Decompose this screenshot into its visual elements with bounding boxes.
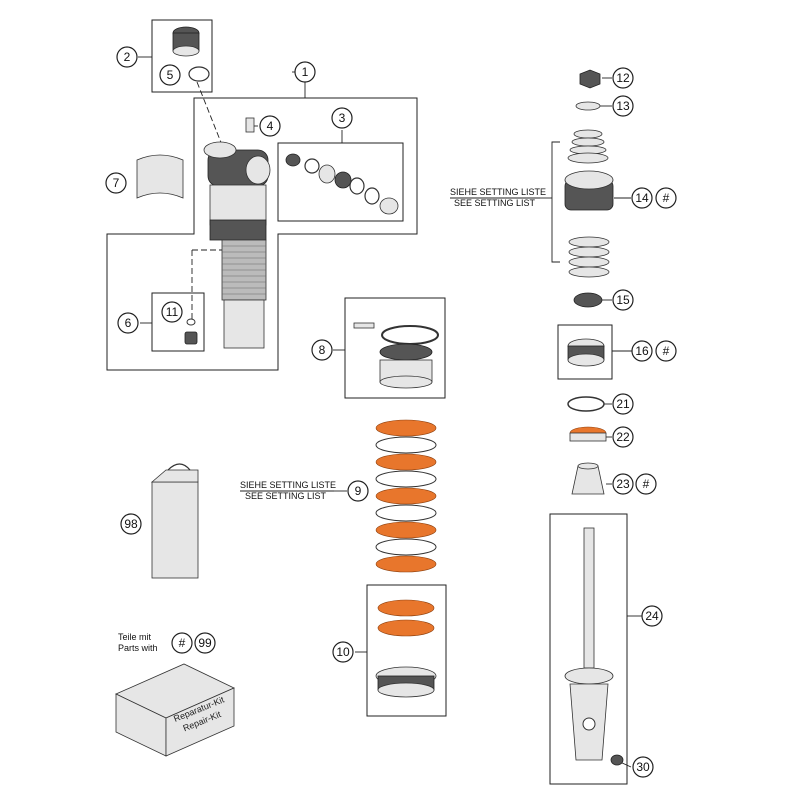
svg-text:7: 7 bbox=[113, 176, 120, 190]
bleed-screw-part bbox=[184, 331, 198, 345]
seal-head-part bbox=[567, 338, 605, 367]
callout-22: 22 bbox=[612, 426, 634, 448]
parts-with-note-de: Teile mit bbox=[118, 632, 152, 642]
bushing-part bbox=[573, 292, 603, 308]
box-part-3 bbox=[277, 142, 404, 222]
callout-16: 16 bbox=[631, 340, 653, 362]
spring-seat-part bbox=[375, 599, 437, 698]
callout-21: 21 bbox=[612, 393, 634, 415]
setting-note-en-9: SEE SETTING LIST bbox=[245, 491, 327, 501]
callout-1: 1 bbox=[294, 61, 316, 83]
svg-text:12: 12 bbox=[616, 71, 630, 85]
callout-11: 11 bbox=[161, 301, 183, 323]
box-part-8 bbox=[344, 297, 446, 399]
callout-8: 8 bbox=[311, 339, 333, 361]
callout-6: 6 bbox=[117, 312, 139, 334]
box-part-24 bbox=[549, 513, 628, 785]
callout-hash-14: # bbox=[655, 187, 677, 209]
box-part-2 bbox=[151, 19, 213, 93]
callout-10: 10 bbox=[332, 641, 354, 663]
svg-text:15: 15 bbox=[616, 293, 630, 307]
box-part-10 bbox=[366, 584, 447, 717]
setting-note-de-14: SIEHE SETTING LISTE bbox=[450, 187, 546, 197]
callout-24: 24 bbox=[641, 605, 663, 627]
svg-text:#: # bbox=[179, 636, 186, 650]
valve-cap-part bbox=[245, 117, 255, 133]
coil-spring-part bbox=[375, 419, 437, 573]
bushing-small-part bbox=[610, 754, 624, 766]
svg-text:11: 11 bbox=[166, 305, 179, 319]
callout-hash-99: # bbox=[171, 632, 193, 654]
shock-absorber-part bbox=[203, 141, 271, 349]
o-ring-part bbox=[188, 66, 210, 82]
svg-text:#: # bbox=[643, 477, 650, 491]
box-part-1 bbox=[106, 97, 418, 371]
callout-98: 98 bbox=[120, 513, 142, 535]
callout-15: 15 bbox=[612, 289, 634, 311]
callout-7: 7 bbox=[105, 172, 127, 194]
callout-hash-23: # bbox=[635, 473, 657, 495]
svg-text:16: 16 bbox=[635, 344, 649, 358]
oil-can-part bbox=[150, 463, 199, 579]
svg-text:21: 21 bbox=[616, 397, 630, 411]
svg-text:30: 30 bbox=[636, 760, 650, 774]
svg-text:99: 99 bbox=[198, 636, 212, 650]
parts-with-note-en: Parts with bbox=[118, 643, 158, 653]
circlip-part bbox=[567, 396, 605, 412]
callout-23: 23 bbox=[612, 473, 634, 495]
svg-text:3: 3 bbox=[339, 111, 346, 125]
svg-text:2: 2 bbox=[124, 50, 131, 64]
svg-text:6: 6 bbox=[125, 316, 132, 330]
svg-text:9: 9 bbox=[355, 484, 362, 498]
svg-text:#: # bbox=[663, 344, 670, 358]
shim-stack-upper-part bbox=[567, 129, 609, 164]
callout-30: 30 bbox=[632, 756, 654, 778]
callout-4: 4 bbox=[259, 115, 281, 137]
callout-3: 3 bbox=[331, 107, 353, 129]
piston-part bbox=[564, 170, 614, 211]
svg-text:24: 24 bbox=[645, 609, 659, 623]
washer-part bbox=[575, 101, 601, 111]
callout-2: 2 bbox=[116, 46, 138, 68]
callout-9: 9 bbox=[347, 480, 369, 502]
svg-text:10: 10 bbox=[336, 645, 350, 659]
setting-note-de-9: SIEHE SETTING LISTE bbox=[240, 480, 336, 490]
svg-text:14: 14 bbox=[635, 191, 649, 205]
callout-14: 14 bbox=[631, 187, 653, 209]
spring-retainer-part bbox=[353, 322, 439, 389]
callout-hash-16: # bbox=[655, 340, 677, 362]
setting-note-en-14: SEE SETTING LIST bbox=[454, 198, 536, 208]
svg-text:#: # bbox=[663, 191, 670, 205]
svg-text:1: 1 bbox=[302, 65, 309, 79]
callout-99: 99 bbox=[194, 632, 216, 654]
box-part-16 bbox=[557, 324, 613, 380]
svg-text:22: 22 bbox=[616, 430, 630, 444]
callout-5: 5 bbox=[159, 64, 181, 86]
nut-part bbox=[579, 69, 601, 89]
piston-rod-part bbox=[564, 527, 614, 761]
svg-text:4: 4 bbox=[267, 119, 274, 133]
reservoir-cap-part bbox=[172, 26, 200, 57]
callout-12: 12 bbox=[612, 67, 634, 89]
svg-text:13: 13 bbox=[616, 99, 630, 113]
heat-sleeve-part bbox=[136, 154, 184, 199]
seal-set-part bbox=[285, 153, 399, 215]
repair-kit-box: Reparatur-Kit Repair-Kit bbox=[115, 663, 235, 757]
callout-13: 13 bbox=[612, 95, 634, 117]
svg-text:23: 23 bbox=[616, 477, 630, 491]
retainer-ring-part bbox=[569, 426, 607, 442]
box-part-11 bbox=[151, 292, 205, 352]
shim-stack-lower-part bbox=[568, 236, 610, 278]
small-o-ring-part bbox=[186, 318, 196, 326]
svg-text:98: 98 bbox=[124, 517, 138, 531]
svg-text:8: 8 bbox=[319, 343, 326, 357]
svg-text:5: 5 bbox=[167, 68, 174, 82]
bump-rubber-part bbox=[571, 462, 605, 495]
